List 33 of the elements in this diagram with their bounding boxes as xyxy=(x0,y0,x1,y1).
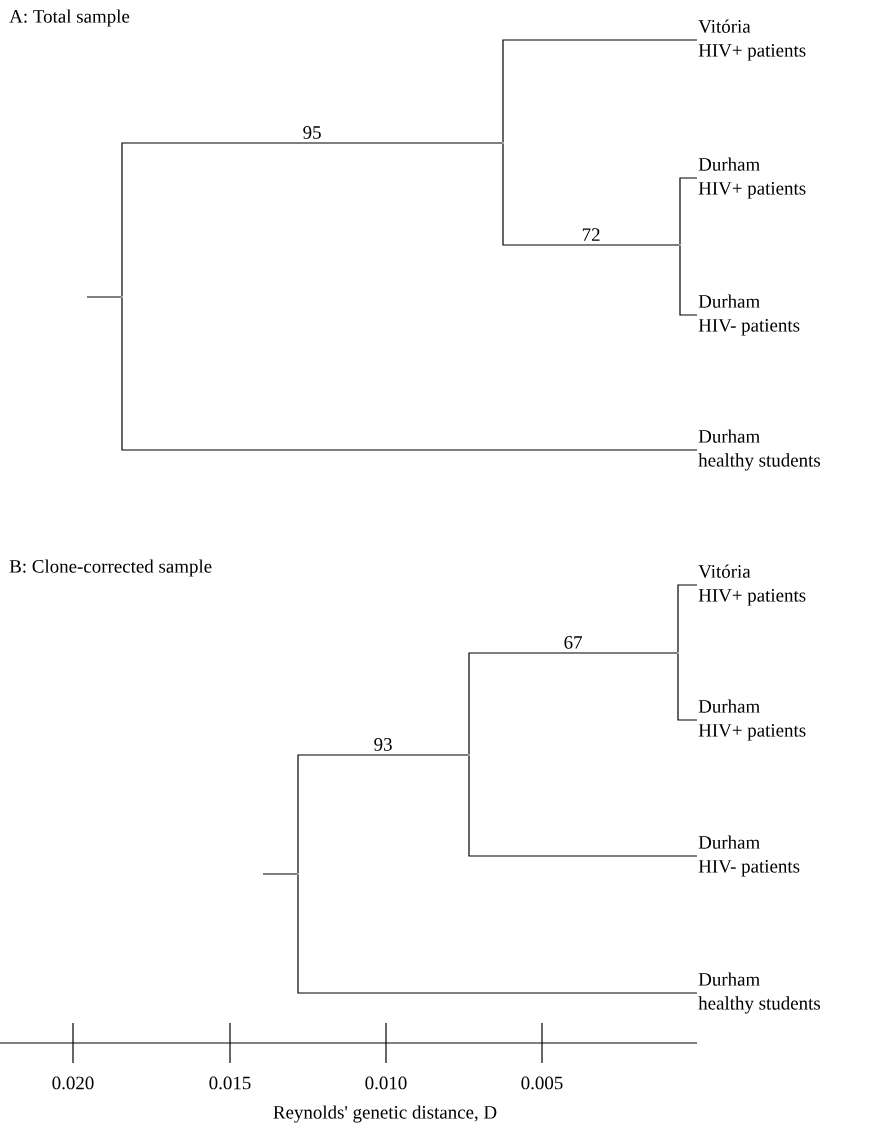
axis-title: Reynolds' genetic distance, D xyxy=(273,1105,497,1123)
tick-label: 0.020 xyxy=(52,1076,94,1090)
tree-branch xyxy=(468,755,698,857)
tick-label: 0.010 xyxy=(365,1076,407,1090)
tree-branch xyxy=(677,584,698,653)
leaf-label: Vitória HIV+ patients xyxy=(698,19,806,61)
panel-heading: A: Total sample xyxy=(9,9,130,27)
leaf-label: Durham HIV+ patients xyxy=(698,157,806,199)
leaf-label: Durham HIV- patients xyxy=(698,835,800,877)
leaf-label: Durham HIV- patients xyxy=(698,294,800,336)
tree-branch xyxy=(677,653,698,721)
leaf-label: Vitória HIV+ patients xyxy=(698,564,806,606)
leaf-label: Durham healthy students xyxy=(698,972,821,1014)
tree-branch xyxy=(679,177,698,245)
tree-branch xyxy=(297,874,698,994)
tick-label: 0.005 xyxy=(521,1076,563,1090)
tree-branch xyxy=(262,873,298,875)
tree-branch xyxy=(86,296,122,298)
tree-branch xyxy=(121,297,698,451)
edge-label: 67 xyxy=(564,636,582,649)
tree-branch xyxy=(468,652,678,755)
edge-label: 95 xyxy=(303,126,321,139)
leaf-label: Durham HIV+ patients xyxy=(698,699,806,741)
tree-branch xyxy=(502,39,698,143)
tree-branch xyxy=(679,245,698,316)
tree-branch xyxy=(297,754,469,874)
tree-branch xyxy=(502,143,680,246)
edge-label: 93 xyxy=(374,738,392,751)
tick-label: 0.015 xyxy=(209,1076,251,1090)
panel-heading: B: Clone-corrected sample xyxy=(9,559,212,577)
edge-label: 72 xyxy=(582,228,600,241)
tree-branch xyxy=(121,142,503,297)
leaf-label: Durham healthy students xyxy=(698,429,821,471)
